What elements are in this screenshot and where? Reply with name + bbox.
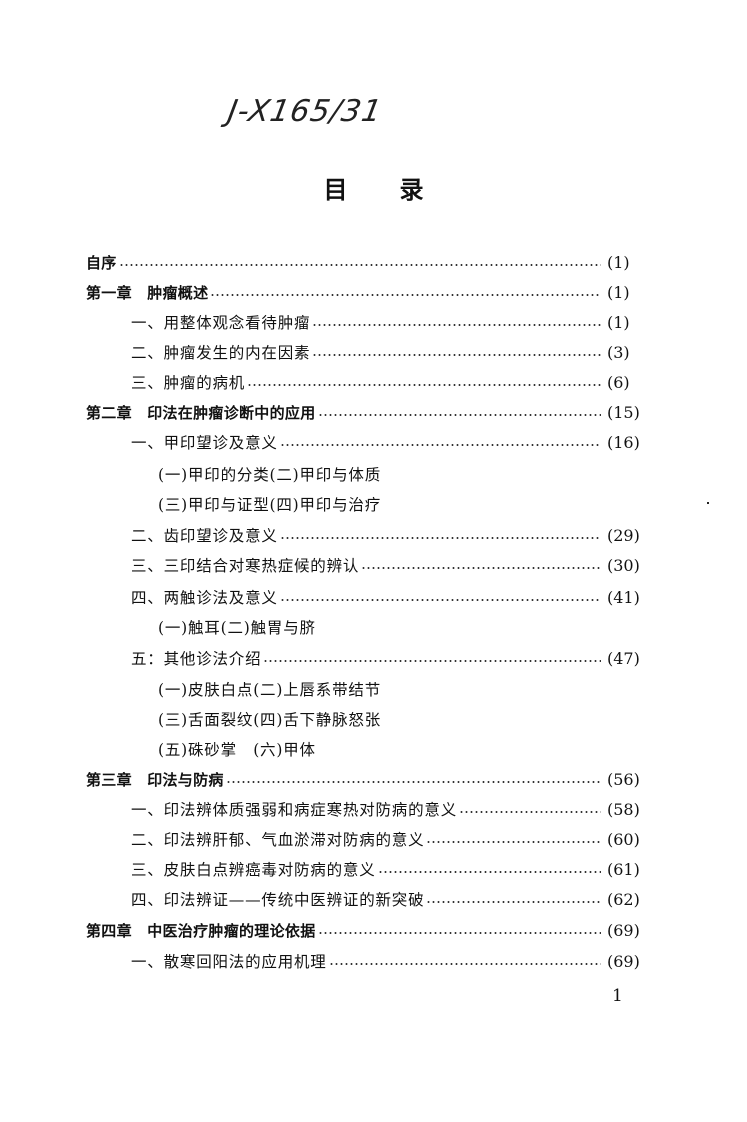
dot-leader: [328, 948, 601, 974]
toc-section-entry[interactable]: 一、用整体观念看待肿瘤 (1): [131, 309, 655, 335]
toc-page-number: (60): [607, 829, 640, 849]
toc-page-number: (1): [607, 282, 630, 302]
toc-subsection-line[interactable]: (一)触耳(二)触胃与脐: [158, 614, 655, 640]
toc-entry-label: 二、肿瘤发生的内在因素: [131, 344, 311, 362]
title-char-1: 目: [323, 176, 348, 204]
toc-chapter-entry[interactable]: 第一章 肿瘤概述 (1): [86, 279, 655, 305]
page-title: 目录: [0, 170, 747, 205]
toc-entry-label: (五)硃砂掌 (六)甲体: [158, 741, 316, 759]
page-number: 1: [612, 986, 623, 1006]
toc-section-entry[interactable]: 四、印法辨证——传统中医辨证的新突破 (62): [131, 886, 655, 912]
dot-leader: [118, 249, 601, 275]
toc-entry-label: (一)触耳(二)触胃与脐: [158, 619, 316, 637]
toc-page-number: (3): [607, 342, 630, 362]
toc-subsection-line[interactable]: (五)硃砂掌 (六)甲体: [158, 736, 655, 762]
toc-page-number: (1): [607, 252, 630, 272]
dot-leader: [459, 796, 601, 822]
dot-leader: [279, 584, 601, 610]
toc-page-number: (1): [607, 312, 630, 332]
toc-entry-label: 一、散寒回阳法的应用机理: [131, 953, 327, 971]
scan-speck: [707, 502, 709, 504]
toc-page-number: (61): [607, 859, 640, 879]
toc-subsection-line[interactable]: (一)甲印的分类(二)甲印与体质: [158, 461, 655, 487]
toc-section-entry[interactable]: 三、肿瘤的病机 (6): [131, 369, 655, 395]
toc-subsection-line[interactable]: (三)舌面裂纹(四)舌下静脉怒张: [158, 706, 655, 732]
dot-leader: [426, 886, 601, 912]
dot-leader: [426, 826, 601, 852]
toc-entry-label: 一、甲印望诊及意义: [131, 434, 278, 452]
toc-entry-label: 一、印法辨体质强弱和病症寒热对防病的意义: [131, 801, 458, 819]
toc-entry-label: 一、用整体观念看待肿瘤: [131, 314, 311, 332]
toc-page-number: (56): [607, 769, 640, 789]
toc-entry-label: 第三章 印法与防病: [86, 770, 224, 789]
dot-leader: [247, 369, 601, 395]
toc-entry-label: (一)皮肤白点(二)上唇系带结节: [158, 681, 381, 699]
dot-leader: [317, 399, 601, 425]
dot-leader: [312, 339, 601, 365]
dot-leader: [279, 429, 601, 455]
toc-page-number: (41): [607, 587, 640, 607]
title-char-2: 录: [399, 176, 424, 204]
toc-page-number: (16): [607, 432, 640, 452]
toc-section-entry[interactable]: 三、三印结合对寒热症候的辨认 (30): [131, 552, 655, 578]
toc-chapter-entry[interactable]: 第三章 印法与防病 (56): [86, 766, 655, 792]
toc-entry-label: (三)甲印与证型(四)甲印与治疗: [158, 496, 381, 514]
toc-entry-label: 二、齿印望诊及意义: [131, 527, 278, 545]
dot-leader: [377, 856, 601, 882]
toc-section-entry[interactable]: 三、皮肤白点辨癌毒对防病的意义 (61): [131, 856, 655, 882]
toc-chapter-entry[interactable]: 第二章 印法在肿瘤诊断中的应用 (15): [86, 399, 655, 425]
toc-page-number: (29): [607, 525, 640, 545]
toc-section-entry[interactable]: 二、齿印望诊及意义 (29): [131, 522, 655, 548]
toc-chapter-entry[interactable]: 第四章 中医治疗肿瘤的理论依据 (69): [86, 917, 655, 943]
toc-entry-label: 四、两触诊法及意义: [131, 589, 278, 607]
dot-leader: [225, 766, 601, 792]
toc-entry-label: 三、肿瘤的病机: [131, 374, 246, 392]
toc-subsection-line[interactable]: (一)皮肤白点(二)上唇系带结节: [158, 676, 655, 702]
handwritten-catalog-number: J-X165/31: [225, 94, 385, 129]
toc-section-entry[interactable]: 五：其他诊法介绍 (47): [131, 645, 655, 671]
toc-section-entry[interactable]: 一、甲印望诊及意义 (16): [131, 429, 655, 455]
toc-page-number: (58): [607, 799, 640, 819]
toc-entry-label: 四、印法辨证——传统中医辨证的新突破: [131, 891, 425, 909]
toc-section-entry[interactable]: 一、散寒回阳法的应用机理 (69): [131, 948, 655, 974]
toc-entry-label: 第一章 肿瘤概述: [86, 283, 209, 302]
toc-page-number: (6): [607, 372, 630, 392]
toc-page-number: (69): [607, 920, 640, 940]
dot-leader: [210, 279, 601, 305]
toc-page-number: (69): [607, 951, 640, 971]
toc-page-number: (47): [607, 648, 640, 668]
toc-chapter-entry[interactable]: 自序 (1): [86, 249, 655, 275]
toc-entry-label: 自序: [86, 253, 117, 272]
toc-page-number: (62): [607, 889, 640, 909]
toc-page-number: (15): [607, 402, 640, 422]
toc-entry-label: 三、皮肤白点辨癌毒对防病的意义: [131, 861, 376, 879]
toc-entry-label: (一)甲印的分类(二)甲印与体质: [158, 466, 381, 484]
toc-page-number: (30): [607, 555, 640, 575]
toc-entry-label: (三)舌面裂纹(四)舌下静脉怒张: [158, 711, 381, 729]
toc-entry-label: 二、印法辨肝郁、气血淤滞对防病的意义: [131, 831, 425, 849]
dot-leader: [312, 309, 601, 335]
toc-section-entry[interactable]: 二、肿瘤发生的内在因素 (3): [131, 339, 655, 365]
toc-entry-label: 第四章 中医治疗肿瘤的理论依据: [86, 921, 316, 940]
toc-section-entry[interactable]: 二、印法辨肝郁、气血淤滞对防病的意义 (60): [131, 826, 655, 852]
toc-subsection-line[interactable]: (三)甲印与证型(四)甲印与治疗: [158, 491, 655, 517]
toc-section-entry[interactable]: 四、两触诊法及意义 (41): [131, 584, 655, 610]
toc-entry-label: 五：其他诊法介绍: [131, 650, 262, 668]
dot-leader: [317, 917, 601, 943]
dot-leader: [361, 552, 601, 578]
toc-section-entry[interactable]: 一、印法辨体质强弱和病症寒热对防病的意义 (58): [131, 796, 655, 822]
toc-entry-label: 第二章 印法在肿瘤诊断中的应用: [86, 403, 316, 422]
dot-leader: [279, 522, 601, 548]
dot-leader: [263, 645, 601, 671]
toc-entry-label: 三、三印结合对寒热症候的辨认: [131, 557, 360, 575]
